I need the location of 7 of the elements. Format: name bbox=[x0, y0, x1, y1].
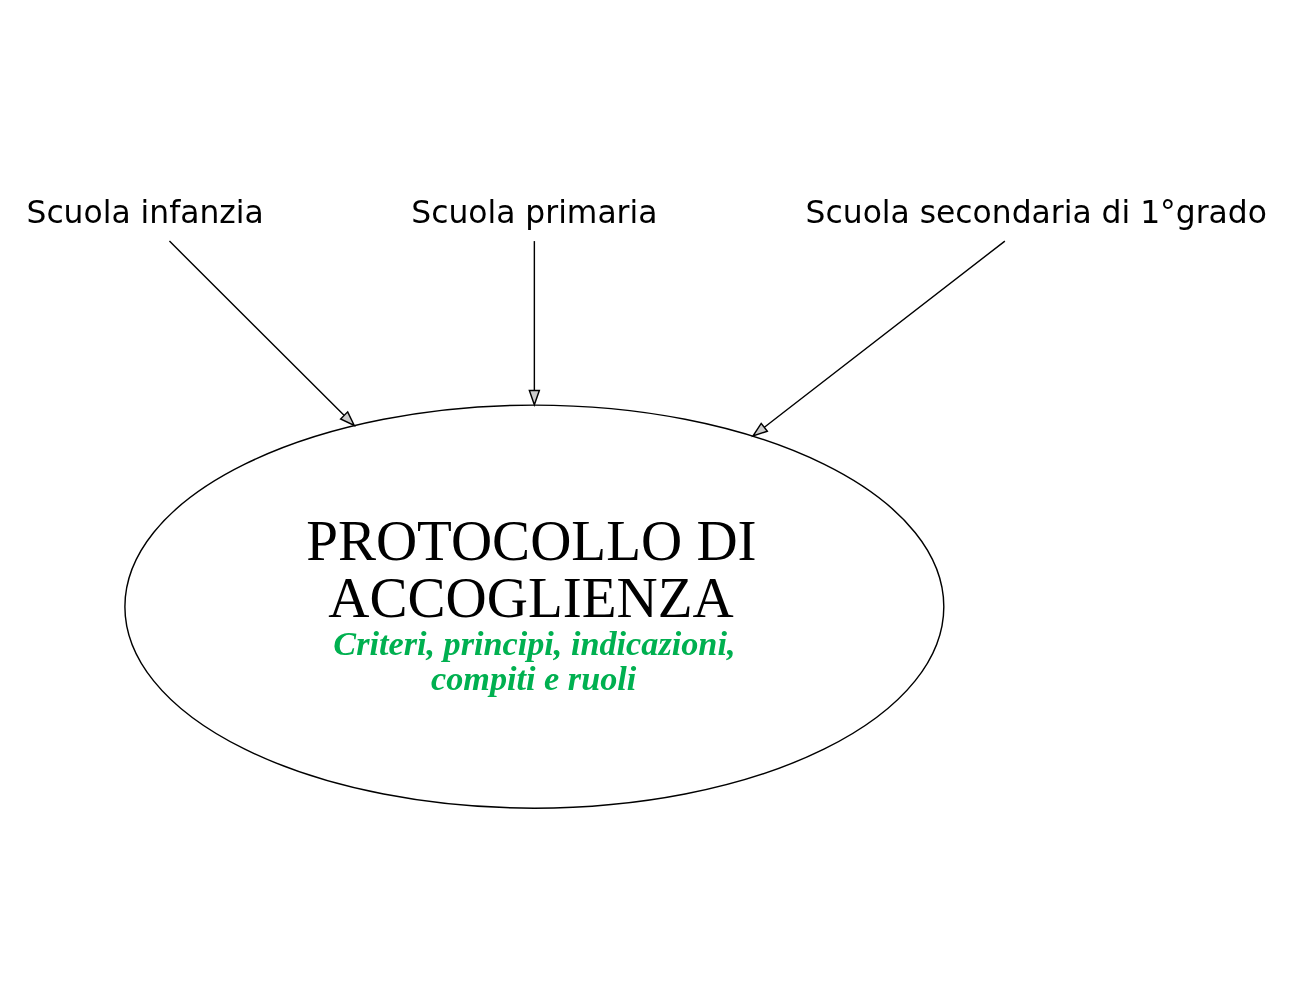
node-text: Scuola secondaria di 1°grado bbox=[805, 194, 1267, 231]
node-text: Scuola infanzia bbox=[26, 194, 264, 231]
arrow bbox=[751, 240, 1006, 438]
node-ellipse: PROTOCOLLO DI ACCOGLIENZA Criteri, principi, indicazioni, compiti e ruoli bbox=[124, 404, 945, 809]
arrow bbox=[168, 240, 356, 427]
arrow bbox=[528, 240, 541, 407]
node-text: Scuola primaria bbox=[411, 194, 658, 231]
